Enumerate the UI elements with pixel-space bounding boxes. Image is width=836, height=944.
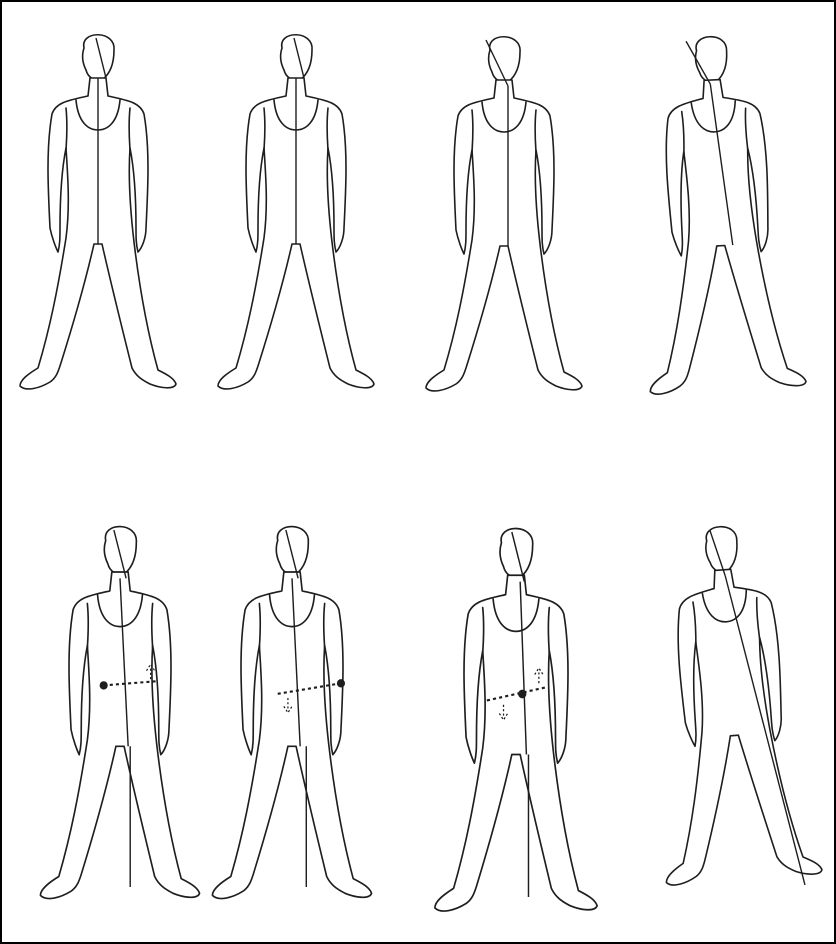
- pelvis-dot: [337, 679, 345, 687]
- pelvis-dot: [100, 681, 108, 689]
- pelvis-dot: [518, 690, 526, 699]
